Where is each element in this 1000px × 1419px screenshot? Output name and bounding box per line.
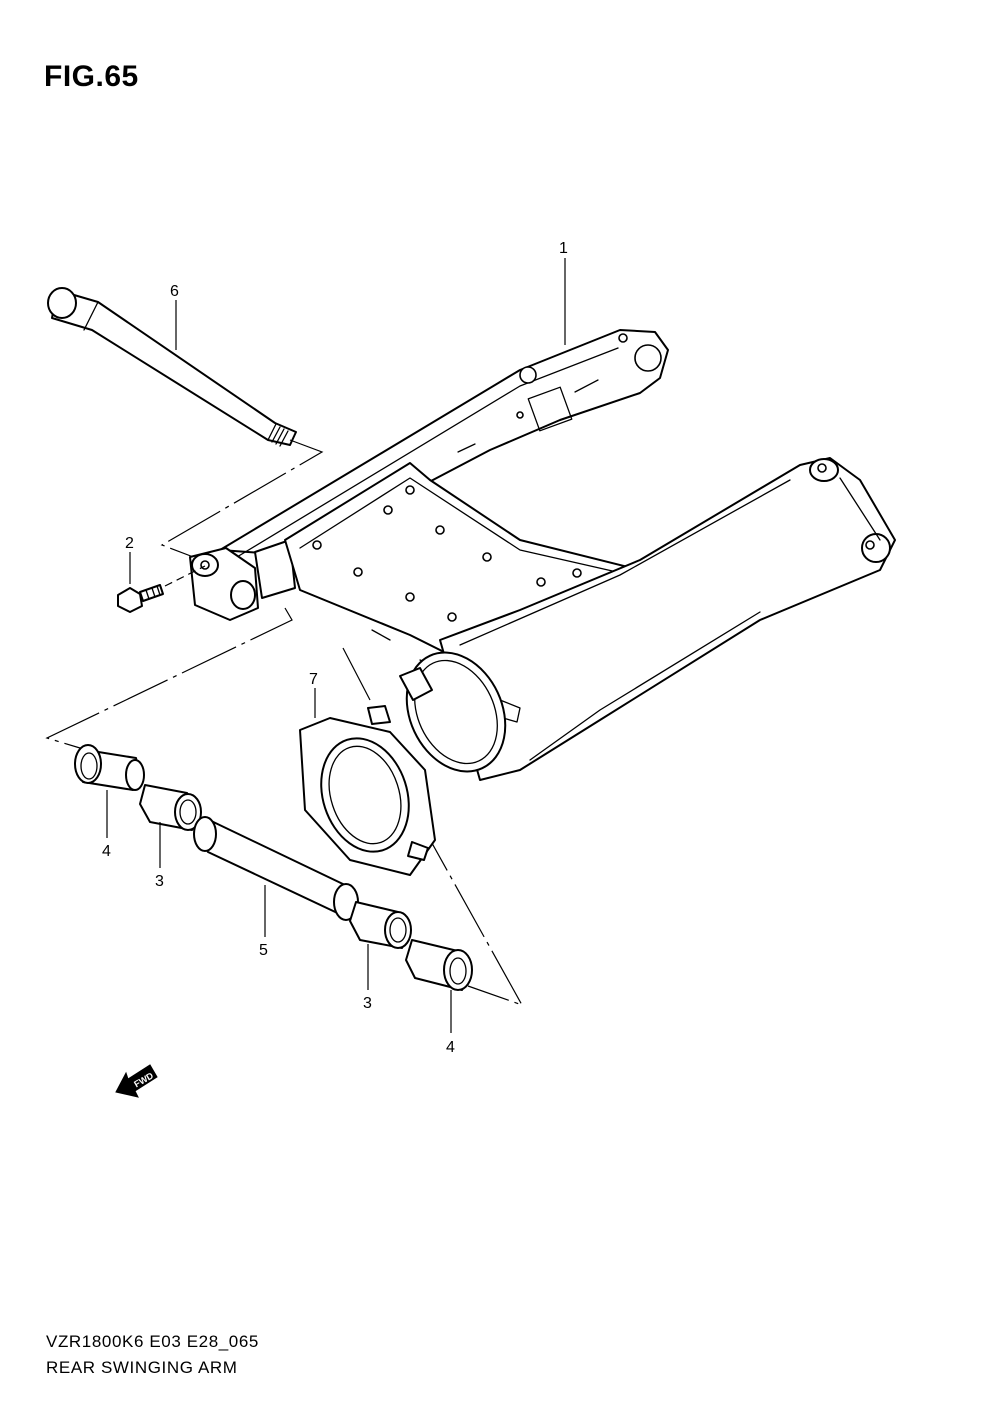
callout-5: 5 — [259, 942, 268, 959]
model-code: VZR1800K6 E03 E28_065 — [46, 1332, 259, 1351]
callout-1: 1 — [559, 240, 568, 257]
bearing-right — [349, 901, 412, 949]
spacer — [193, 816, 359, 921]
callout-6: 6 — [170, 283, 179, 300]
callout-4-right: 4 — [446, 1039, 455, 1056]
collar-left — [74, 744, 145, 791]
cover-plate — [299, 705, 436, 876]
figure-title: FIG.65 — [44, 60, 139, 93]
collar-right — [405, 939, 473, 991]
pivot-shaft — [47, 287, 297, 447]
fwd-arrow-icon: FWD — [115, 1064, 158, 1098]
callout-4-left: 4 — [102, 843, 111, 860]
bearing-left — [139, 784, 202, 831]
callout-7: 7 — [309, 671, 318, 688]
diagram-caption: REAR SWINGING ARM — [46, 1358, 238, 1377]
swingarm — [189, 329, 896, 781]
callout-3-right: 3 — [363, 995, 372, 1012]
callout-2: 2 — [125, 535, 134, 552]
callout-3-left: 3 — [155, 873, 164, 890]
bolt — [117, 584, 164, 613]
